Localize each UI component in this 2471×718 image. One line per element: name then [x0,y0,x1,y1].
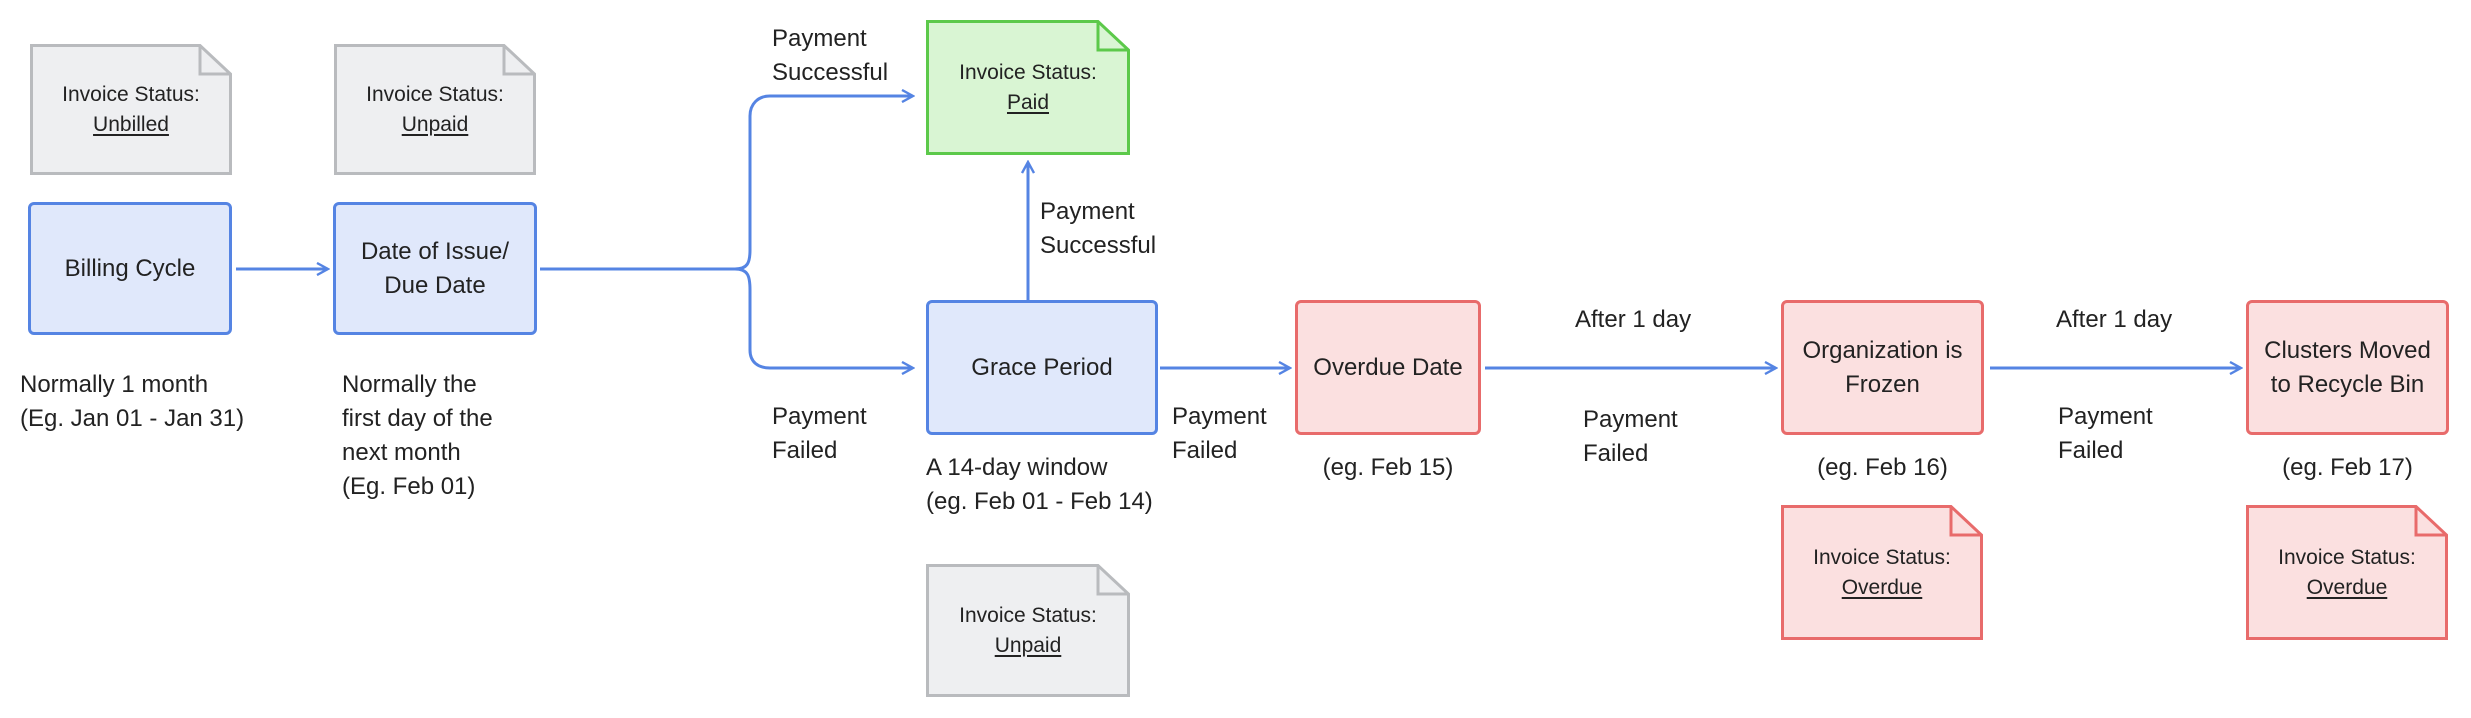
edge-label-after-1-day-clusters: After 1 day [2056,303,2172,337]
document-icon [334,44,536,175]
invoice-status-overdue-clusters: Invoice Status: Overdue [2246,505,2448,640]
node-overdue-date: Overdue Date [1295,300,1481,435]
document-icon [926,20,1130,155]
edge-label-line: Successful [1040,232,1157,259]
note-line: Normally 1 month [20,371,209,398]
edge-label-payment-successful-grace: Payment Successful [1040,195,1156,263]
document-icon [1781,505,1983,640]
invoice-status-unpaid-grace: Invoice Status: Unpaid [926,564,1130,697]
node-clusters-recycle-bin: Clusters Moved to Recycle Bin [2246,300,2449,435]
node-label-line2: Frozen [1845,370,1920,398]
edge-label-line: Failed [1172,437,1238,464]
node-organization-frozen: Organization is Frozen [1781,300,1984,435]
invoice-status-label: Invoice Status: [366,82,504,106]
frozen-note: (eg. Feb 16) [1781,451,1984,485]
invoice-status-value: Unpaid [401,112,469,136]
invoice-status-value: Unpaid [994,633,1062,657]
clusters-note: (eg. Feb 17) [2246,451,2449,485]
edge-label-line: Payment [1172,403,1267,430]
invoice-status-overdue-frozen: Invoice Status: Overdue [1781,505,1983,640]
invoice-status-value: Overdue [1841,575,1923,599]
edge-label-line: Failed [772,437,838,464]
invoice-status-unbilled: Invoice Status: Unbilled [30,44,232,175]
document-icon [30,44,232,175]
edge-label-line: Payment [772,25,867,52]
edge-label-after-1-day-frozen: After 1 day [1575,303,1691,337]
edge-label-line: Successful [772,59,889,86]
edge-label-payment-failed-overdue: Payment Failed [1583,403,1678,471]
node-label-line1: Date of Issue/ [360,237,510,265]
edge-label-payment-successful-top: Payment Successful [772,22,888,90]
edge-label-line: Failed [2058,437,2124,464]
note-line: (Eg. Jan 01 - Jan 31) [20,405,245,432]
invoice-status-label: Invoice Status: [959,603,1097,627]
edge-label-line: Failed [1583,440,1649,467]
edge-label-line: Payment [1583,406,1678,433]
edge-label-payment-failed-grace: Payment Failed [1172,400,1267,468]
node-label: Billing Cycle [64,254,196,282]
note-line: Normally the [342,371,477,398]
document-icon [2246,505,2448,640]
note-line: (eg. Feb 15) [1322,454,1454,481]
invoice-status-value: Paid [1006,90,1050,114]
node-label-line2: to Recycle Bin [2270,370,2425,398]
node-label: Overdue Date [1313,353,1463,381]
node-label: Grace Period [971,353,1113,381]
invoice-status-unpaid-issue: Invoice Status: Unpaid [334,44,536,175]
billing-cycle-note: Normally 1 month (Eg. Jan 01 - Jan 31) [20,368,244,436]
note-line: (eg. Feb 01 - Feb 14) [926,488,1153,515]
branch-trunk [540,96,913,271]
invoice-status-label: Invoice Status: [2278,545,2416,569]
date-of-issue-note: Normally the first day of the next month… [342,368,493,504]
node-label-line1: Organization is [1802,336,1963,364]
edge-label-line: Payment [2058,403,2153,430]
invoice-status-label: Invoice Status: [959,60,1097,84]
edge-label-line: Payment [1040,198,1135,225]
note-line: next month [342,439,461,466]
node-date-of-issue: Date of Issue/ Due Date [333,202,537,335]
note-line: A 14-day window [926,454,1108,481]
invoice-status-paid: Invoice Status: Paid [926,20,1130,155]
document-icon [926,564,1130,697]
node-label-line2: Due Date [384,271,486,299]
note-line: (eg. Feb 17) [2282,454,2413,481]
edge-label-payment-failed-branch: Payment Failed [772,400,867,468]
arrow-to-grace-period [734,267,913,368]
edge-label-line: After 1 day [2056,306,2173,333]
note-line: first day of the [342,405,493,432]
edge-label-line: Payment [772,403,867,430]
node-label-line1: Clusters Moved [2264,336,2431,364]
overdue-date-note: (eg. Feb 15) [1295,451,1481,485]
edge-label-payment-failed-frozen: Payment Failed [2058,400,2153,468]
edge-label-line: After 1 day [1575,306,1692,333]
invoice-status-label: Invoice Status: [1813,545,1951,569]
note-line: (eg. Feb 16) [1817,454,1948,481]
invoice-status-label: Invoice Status: [62,82,200,106]
grace-period-note: A 14-day window (eg. Feb 01 - Feb 14) [926,451,1153,519]
invoice-status-value: Overdue [2306,575,2388,599]
note-line: (Eg. Feb 01) [342,473,476,500]
node-grace-period: Grace Period [926,300,1158,435]
invoice-status-value: Unbilled [93,112,169,136]
node-billing-cycle: Billing Cycle [28,202,232,335]
